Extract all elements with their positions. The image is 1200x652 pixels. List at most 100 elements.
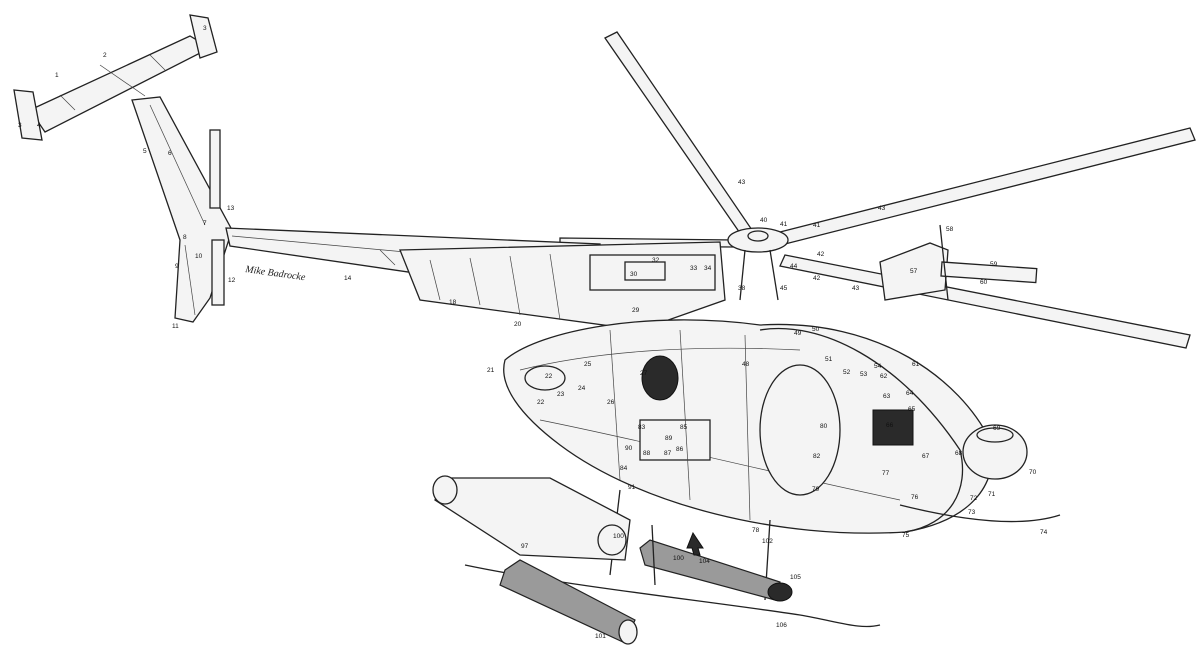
callout-number: 66 <box>886 422 894 429</box>
callout-number: 51 <box>825 356 833 363</box>
callout-number: 40 <box>760 217 768 224</box>
callout-number: 75 <box>902 532 910 539</box>
callout-number: 53 <box>860 371 868 378</box>
callout-number: 60 <box>980 279 988 286</box>
rocket-launcher-tube <box>499 559 638 645</box>
callout-number: 7 <box>203 220 207 227</box>
callout-number: 65 <box>908 406 916 413</box>
callout-number: 49 <box>794 330 802 337</box>
callout-number: 9 <box>175 263 179 270</box>
callout-number: 5 <box>143 148 147 155</box>
callout-number: 44 <box>790 263 798 270</box>
callout-number: 34 <box>704 265 712 272</box>
callout-number: 97 <box>521 543 529 550</box>
callout-number: 63 <box>883 393 891 400</box>
fuselage <box>503 319 993 534</box>
callout-number: 52 <box>843 369 851 376</box>
missile <box>639 524 793 602</box>
callout-number: 100 <box>673 555 684 562</box>
callout-number: 23 <box>557 391 565 398</box>
callout-number: 76 <box>911 494 919 501</box>
callout-number: 105 <box>790 574 801 581</box>
callout-number: 100 <box>613 533 624 540</box>
callout-number: 2 <box>103 52 107 59</box>
callout-number: 78 <box>752 527 760 534</box>
callout-number: 13 <box>227 205 235 212</box>
callout-number: 20 <box>514 321 522 328</box>
callout-number: 38 <box>738 285 746 292</box>
callout-number: 50 <box>812 326 820 333</box>
callout-number: 21 <box>487 367 495 374</box>
rotor-hub <box>727 227 789 301</box>
callout-number: 33 <box>690 265 698 272</box>
callout-number: 88 <box>643 450 651 457</box>
callout-number: 1 <box>55 72 59 79</box>
callout-number: 14 <box>344 275 352 282</box>
callout-number: 43 <box>878 205 886 212</box>
artist-signature: Mike Badrocke <box>244 264 307 284</box>
callout-number: 68 <box>955 450 963 457</box>
callout-number: 69 <box>993 425 1001 432</box>
callout-number: 27 <box>640 370 648 377</box>
callout-number: 41 <box>813 222 821 229</box>
callout-number: 79 <box>812 486 820 493</box>
callout-number: 26 <box>607 399 615 406</box>
callout-number: 18 <box>449 299 457 306</box>
callout-number: 25 <box>584 361 592 368</box>
callout-number: 57 <box>910 268 918 275</box>
callout-number: 70 <box>1029 469 1037 476</box>
vertical-fin <box>131 96 233 323</box>
callout-number: 3 <box>18 122 22 129</box>
callout-number: 64 <box>906 390 914 397</box>
callout-number: 30 <box>630 271 638 278</box>
callout-number: 86 <box>676 446 684 453</box>
callout-number: 4 <box>37 122 41 129</box>
callout-number: 87 <box>664 450 672 457</box>
callout-number: 10 <box>195 253 203 260</box>
callout-number: 3 <box>203 25 207 32</box>
callout-number: 48 <box>742 361 750 368</box>
minigun-pod <box>879 224 1038 301</box>
callout-number: 71 <box>988 491 996 498</box>
callout-number: 84 <box>620 465 628 472</box>
callout-number: 24 <box>578 385 586 392</box>
callout-number: 43 <box>738 179 746 186</box>
callout-number: 102 <box>762 538 773 545</box>
callout-number: 91 <box>628 484 636 491</box>
callout-number: 29 <box>632 307 640 314</box>
callout-number: 12 <box>228 277 236 284</box>
callout-number: 22 <box>537 399 545 406</box>
callout-number: 82 <box>813 453 821 460</box>
callout-number: 74 <box>1040 529 1048 536</box>
callout-number: 67 <box>922 453 930 460</box>
callout-number: 42 <box>813 275 821 282</box>
callout-number: 104 <box>699 558 710 565</box>
callout-number: 22 <box>545 373 553 380</box>
callout-number: 80 <box>820 423 828 430</box>
callout-number: 8 <box>183 234 187 241</box>
callout-number: 62 <box>880 373 888 380</box>
callout-number: 58 <box>946 226 954 233</box>
callout-number: 45 <box>780 285 788 292</box>
callout-number: 43 <box>852 285 860 292</box>
callout-number: 42 <box>817 251 825 258</box>
callout-number: 89 <box>665 435 673 442</box>
callout-number: 32 <box>652 257 660 264</box>
callout-number: 73 <box>968 509 976 516</box>
callout-number: 90 <box>625 445 633 452</box>
engine-bay <box>399 241 726 331</box>
callout-number: 77 <box>882 470 890 477</box>
callout-number: 6 <box>168 150 172 157</box>
callout-number: 61 <box>912 361 920 368</box>
callout-number: 106 <box>776 622 787 629</box>
callout-number: 59 <box>990 261 998 268</box>
callout-number: 54 <box>874 363 882 370</box>
callout-number: 83 <box>638 424 646 431</box>
external-fuel-pod <box>432 475 631 561</box>
callout-number: 11 <box>172 323 179 330</box>
callout-number: 41 <box>780 221 788 228</box>
callout-number: 85 <box>680 424 688 431</box>
horizontal-stabilizer <box>13 14 218 141</box>
